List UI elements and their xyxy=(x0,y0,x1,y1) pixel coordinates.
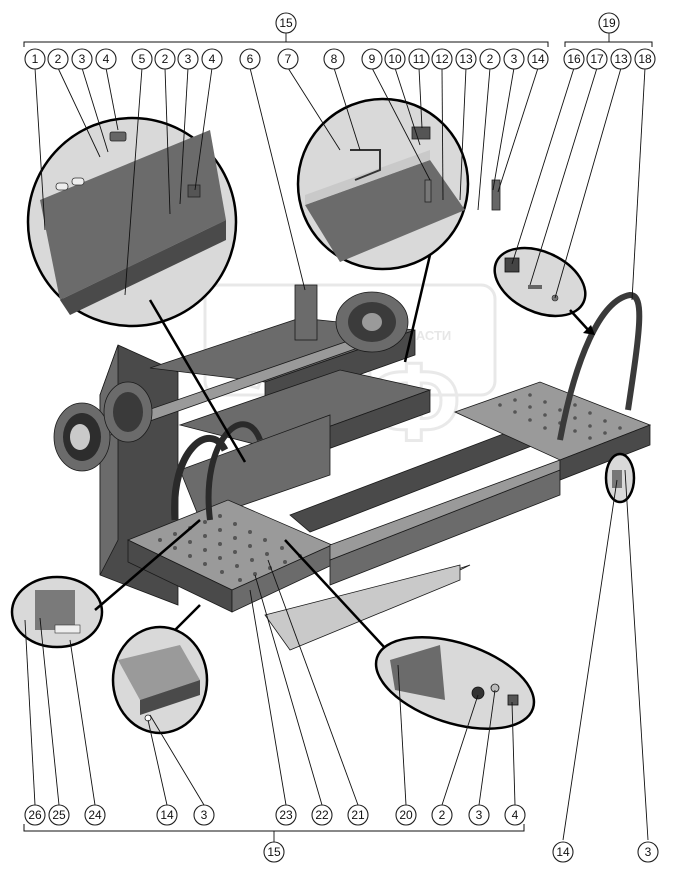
callout-18: 18 xyxy=(634,48,656,70)
svg-text:1: 1 xyxy=(32,52,39,66)
callout-7: 7 xyxy=(277,48,299,70)
callout-3: 3 xyxy=(71,48,93,70)
callout-14: 14 xyxy=(156,804,178,826)
svg-text:9: 9 xyxy=(369,52,376,66)
svg-text:6: 6 xyxy=(247,52,254,66)
callout-11: 11 xyxy=(408,48,430,70)
svg-text:20: 20 xyxy=(399,808,413,822)
svg-text:10: 10 xyxy=(388,52,402,66)
svg-text:21: 21 xyxy=(351,808,365,822)
bottom-group-bracket xyxy=(23,824,525,842)
svg-text:14: 14 xyxy=(160,808,174,822)
svg-text:14: 14 xyxy=(531,52,545,66)
svg-text:3: 3 xyxy=(511,52,518,66)
callout-2: 2 xyxy=(479,48,501,70)
callout-label: 19 xyxy=(602,16,616,30)
callout-12: 12 xyxy=(431,48,453,70)
callout-4: 4 xyxy=(201,48,223,70)
detail-lens-small-right xyxy=(604,452,636,504)
callout-13: 13 xyxy=(455,48,477,70)
callout-3: 3 xyxy=(193,804,215,826)
detail-lens-top-left xyxy=(26,116,238,328)
callout-3: 3 xyxy=(503,48,525,70)
callout-2: 2 xyxy=(154,48,176,70)
lens-connectors xyxy=(94,254,595,649)
callout-23: 23 xyxy=(275,804,297,826)
bottom-callouts: 26 25 24 14 3 23 22 21 20 2 3 4 xyxy=(24,804,526,826)
callout-25: 25 xyxy=(48,804,70,826)
detail-lens-right xyxy=(493,246,587,318)
callout-1: 1 xyxy=(24,48,46,70)
machine-frame xyxy=(53,284,652,651)
svg-text:8: 8 xyxy=(331,52,338,66)
svg-text:12: 12 xyxy=(435,52,449,66)
svg-text:3: 3 xyxy=(476,808,483,822)
svg-text:2: 2 xyxy=(439,808,446,822)
top-group-bracket xyxy=(23,33,549,47)
top-right-callouts: 16 17 13 18 xyxy=(563,48,656,70)
svg-text:2: 2 xyxy=(162,52,169,66)
svg-text:2: 2 xyxy=(487,52,494,66)
svg-text:14: 14 xyxy=(556,845,570,859)
callout-4: 4 xyxy=(95,48,117,70)
callout-17: 17 xyxy=(586,48,608,70)
svg-text:17: 17 xyxy=(590,52,604,66)
svg-text:4: 4 xyxy=(209,52,216,66)
callout-16: 16 xyxy=(563,48,585,70)
top-callouts: 1 2 3 4 5 2 3 4 6 7 8 9 10 11 12 13 2 3 … xyxy=(24,48,549,70)
svg-text:23: 23 xyxy=(279,808,293,822)
svg-text:18: 18 xyxy=(638,52,652,66)
callout-3: 3 xyxy=(637,841,659,863)
callout-13: 13 xyxy=(610,48,632,70)
callout-20: 20 xyxy=(395,804,417,826)
svg-text:24: 24 xyxy=(88,808,102,822)
svg-text:3: 3 xyxy=(201,808,208,822)
detail-lens-bottom-mid xyxy=(111,625,209,735)
svg-text:5: 5 xyxy=(139,52,146,66)
svg-text:13: 13 xyxy=(459,52,473,66)
platform-perforation xyxy=(158,514,302,582)
callout-26: 26 xyxy=(24,804,46,826)
svg-text:25: 25 xyxy=(52,808,66,822)
svg-text:4: 4 xyxy=(512,808,519,822)
callout-10: 10 xyxy=(384,48,406,70)
callout-22: 22 xyxy=(311,804,333,826)
svg-text:16: 16 xyxy=(567,52,581,66)
svg-text:3: 3 xyxy=(79,52,86,66)
detail-lens-top-right xyxy=(296,97,501,271)
detail-lens-bottom-right xyxy=(374,636,536,730)
svg-text:22: 22 xyxy=(315,808,329,822)
callout-2: 2 xyxy=(431,804,453,826)
detail-lens-bottom-left xyxy=(10,575,104,649)
callout-6: 6 xyxy=(239,48,261,70)
callout-label: 15 xyxy=(279,16,293,30)
svg-text:26: 26 xyxy=(28,808,42,822)
top-right-group-bracket xyxy=(564,33,653,47)
callout-5: 5 xyxy=(131,48,153,70)
leader-lines xyxy=(24,67,649,841)
callout-24: 24 xyxy=(84,804,106,826)
callout-group-15-top: 15 xyxy=(275,12,297,34)
svg-text:3: 3 xyxy=(645,845,652,859)
svg-text:7: 7 xyxy=(285,52,292,66)
svg-text:11: 11 xyxy=(413,52,426,66)
callout-2: 2 xyxy=(47,48,69,70)
callout-label: 15 xyxy=(267,845,281,859)
callout-3: 3 xyxy=(468,804,490,826)
callout-14: 14 xyxy=(527,48,549,70)
callout-14: 14 xyxy=(552,841,574,863)
callout-21: 21 xyxy=(347,804,369,826)
callout-3: 3 xyxy=(177,48,199,70)
svg-text:4: 4 xyxy=(103,52,110,66)
callout-group-19: 19 xyxy=(598,12,620,34)
callout-group-15-bottom: 15 xyxy=(263,841,285,863)
svg-text:13: 13 xyxy=(614,52,628,66)
svg-text:3: 3 xyxy=(185,52,192,66)
callout-4: 4 xyxy=(504,804,526,826)
svg-text:2: 2 xyxy=(55,52,62,66)
callout-8: 8 xyxy=(323,48,345,70)
callout-9: 9 xyxy=(361,48,383,70)
bottom-right-callouts: 14 3 xyxy=(552,841,659,863)
